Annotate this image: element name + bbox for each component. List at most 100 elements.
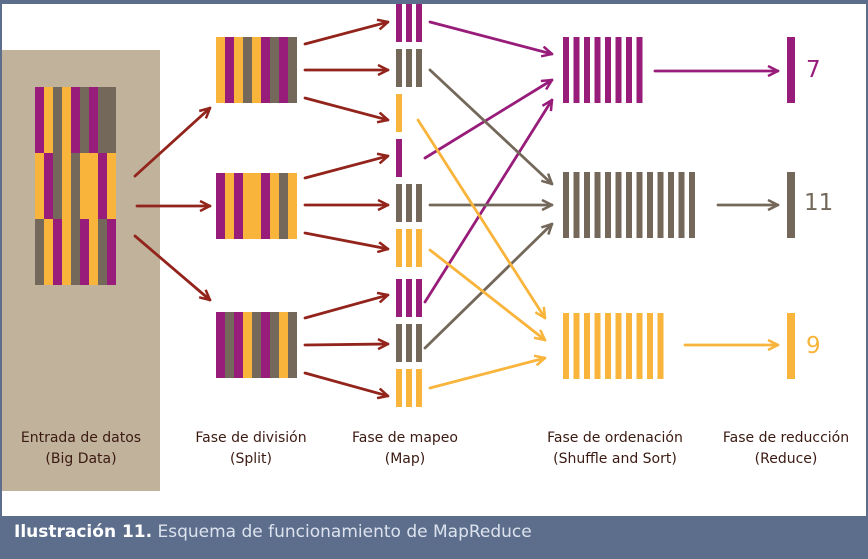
map-block-bar bbox=[416, 324, 422, 362]
split-block-stripe bbox=[243, 173, 252, 239]
input-data-row-stripe bbox=[35, 87, 44, 153]
split-block-stripe bbox=[216, 37, 225, 103]
sort-block-yellow-bar bbox=[563, 313, 569, 379]
sort-block-brown-bar bbox=[615, 172, 622, 238]
map-block bbox=[396, 4, 422, 42]
sort-block-yellow-bar bbox=[605, 313, 611, 379]
map-arrow bbox=[303, 231, 388, 249]
input-data-row bbox=[35, 87, 116, 153]
shuffle-arrow bbox=[428, 248, 545, 340]
split-arrow bbox=[133, 108, 210, 178]
split-block-stripe bbox=[252, 37, 261, 103]
map-block bbox=[396, 279, 422, 317]
map-block-bar bbox=[396, 184, 402, 222]
map-block bbox=[396, 94, 402, 132]
split-block-stripe bbox=[234, 173, 243, 239]
map-block-bar bbox=[416, 49, 422, 87]
input-data-row-stripe bbox=[80, 153, 89, 219]
map-arrow bbox=[303, 22, 388, 46]
split-block-stripe bbox=[288, 173, 297, 239]
caption-bar bbox=[0, 516, 868, 559]
split-block-stripe bbox=[225, 312, 234, 378]
split-block-stripe bbox=[279, 37, 288, 103]
split-block-stripe bbox=[270, 37, 279, 103]
input-data-row bbox=[35, 153, 116, 219]
sort-block-brown-bar bbox=[594, 172, 601, 238]
split-block-stripe bbox=[261, 312, 270, 378]
split-block-stripe bbox=[234, 312, 243, 378]
split-block-stripe bbox=[252, 173, 261, 239]
shuffle-arrow bbox=[428, 68, 552, 184]
map-block-bar bbox=[416, 279, 422, 317]
split-block-stripe bbox=[252, 312, 261, 378]
result-brown-value: 11 bbox=[804, 190, 834, 216]
input-data-row-stripe bbox=[44, 87, 53, 153]
shuffle-arrow bbox=[423, 224, 552, 350]
sort-block-yellow-bar bbox=[594, 313, 601, 379]
split-block-stripe bbox=[270, 173, 279, 239]
input-stage-label: Entrada de datos (Big Data) bbox=[2, 428, 160, 470]
sort-block-purple-bar bbox=[615, 37, 622, 103]
sort-block-purple-bar bbox=[573, 37, 580, 103]
sort-block-brown-bar bbox=[678, 172, 685, 238]
map-block-bar bbox=[406, 324, 412, 362]
sort-stage-label: Fase de ordenación (Shuffle and Sort) bbox=[525, 428, 705, 470]
split-block-stripe bbox=[261, 37, 270, 103]
split-block-stripe bbox=[216, 312, 225, 378]
figure-caption: Ilustración 11. Esquema de funcionamient… bbox=[14, 517, 532, 547]
input-data-row-stripe bbox=[62, 219, 71, 285]
map-block-bar bbox=[406, 369, 412, 407]
sort-block-brown bbox=[563, 172, 695, 238]
input-data-row-stripe bbox=[89, 219, 98, 285]
map-block bbox=[396, 139, 402, 177]
frame-top-border bbox=[0, 0, 868, 4]
sort-stage-subtitle: (Shuffle and Sort) bbox=[553, 451, 677, 467]
input-data-row-stripe bbox=[35, 153, 44, 219]
input-data-row-stripe bbox=[71, 87, 80, 153]
reduce-stage-label: Fase de reducción (Reduce) bbox=[706, 428, 866, 470]
split-block-stripe bbox=[216, 173, 225, 239]
reduce-bar-yellow-bar bbox=[787, 313, 795, 379]
input-data-row-stripe bbox=[35, 219, 44, 285]
split-block-stripe bbox=[279, 173, 288, 239]
input-data-row-stripe bbox=[44, 219, 53, 285]
sort-block-purple-bar bbox=[626, 37, 632, 103]
map-stage-label: Fase de mapeo (Map) bbox=[335, 428, 475, 470]
map-arrow bbox=[303, 156, 388, 180]
split-block-stripe bbox=[288, 37, 297, 103]
sort-block-yellow-bar bbox=[657, 313, 664, 379]
sort-block-brown-bar bbox=[573, 172, 580, 238]
reduce-stage-title: Fase de reducción bbox=[722, 430, 850, 446]
input-data-row bbox=[35, 219, 116, 285]
split-block-stripe bbox=[225, 173, 234, 239]
caption-text: Esquema de funcionamiento de MapReduce bbox=[157, 522, 532, 542]
split-block bbox=[216, 173, 297, 239]
input-data-row-stripe bbox=[53, 219, 62, 285]
sort-block-purple-bar bbox=[636, 37, 643, 103]
sort-block-purple-bar bbox=[594, 37, 601, 103]
map-block-bar bbox=[406, 49, 412, 87]
sort-block-brown-bar bbox=[647, 172, 653, 238]
sort-block-yellow-bar bbox=[636, 313, 643, 379]
map-block-bar bbox=[406, 279, 412, 317]
sort-block-purple bbox=[563, 37, 643, 103]
map-block-bar bbox=[396, 49, 402, 87]
split-block-stripe bbox=[243, 312, 252, 378]
map-block-bar bbox=[416, 369, 422, 407]
input-data-row-stripe bbox=[44, 153, 53, 219]
sort-block-purple-bar bbox=[563, 37, 569, 103]
split-stage-subtitle: (Split) bbox=[230, 451, 272, 467]
split-block-stripe bbox=[234, 37, 243, 103]
reduce-bar-brown-bar bbox=[787, 172, 795, 238]
split-block-stripe bbox=[243, 37, 252, 103]
frame-left-border bbox=[0, 0, 2, 559]
input-data-row-stripe bbox=[53, 87, 62, 153]
shuffle-arrow bbox=[423, 100, 552, 304]
reduce-bar-brown bbox=[787, 172, 795, 238]
map-block bbox=[396, 369, 422, 407]
map-block bbox=[396, 184, 422, 222]
map-stage-subtitle: (Map) bbox=[384, 451, 426, 467]
sort-block-brown-bar bbox=[657, 172, 664, 238]
split-block-stripe bbox=[225, 37, 234, 103]
sort-block-yellow-bar bbox=[584, 313, 590, 379]
